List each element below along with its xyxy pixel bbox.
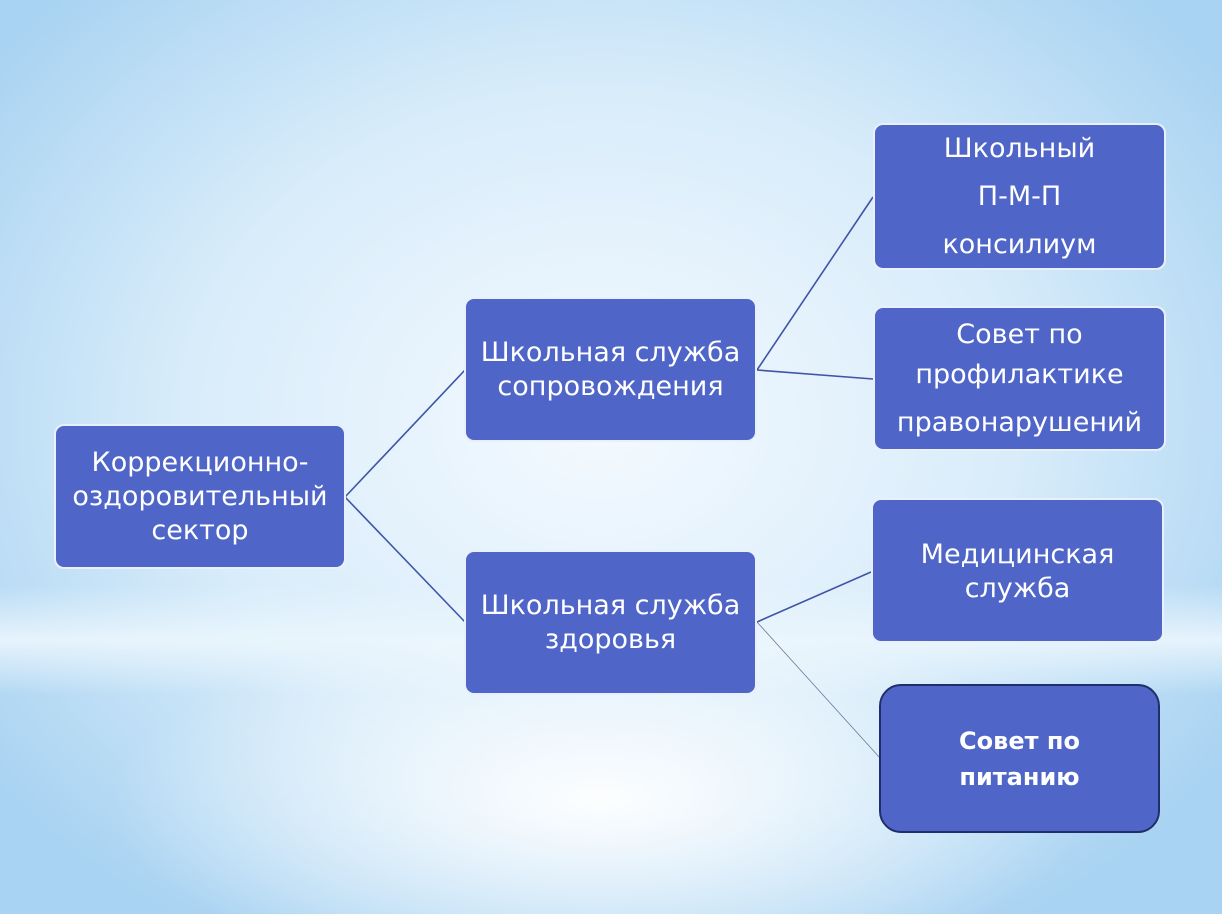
node-text: П-М-П <box>977 180 1062 212</box>
node-nutrition-council: Совет по питанию <box>879 684 1160 833</box>
node-pmp-council: Школьный П-М-П консилиум <box>873 123 1166 270</box>
connector-support-pmp <box>756 196 874 371</box>
node-text: Медицинская <box>920 539 1115 570</box>
connector-root-health <box>344 496 466 623</box>
node-medical-service: Медицинская служба <box>871 498 1164 643</box>
connector-support-prevention <box>756 369 874 380</box>
node-text: Коррекционно- <box>91 446 309 478</box>
connector-health-medical <box>756 571 872 623</box>
node-text: служба <box>964 573 1071 604</box>
connector-root-support <box>344 369 466 498</box>
node-text: правонарушений <box>896 406 1143 438</box>
node-text: Совет по <box>956 318 1083 350</box>
node-text: консилиум <box>942 228 1097 260</box>
node-text: Совет по <box>959 726 1080 755</box>
node-text: сопровождения <box>497 370 724 402</box>
node-text: Школьная служба <box>480 589 741 621</box>
node-text: профилактике <box>915 358 1124 390</box>
node-text: Школьный <box>943 132 1096 164</box>
node-text: Школьная служба <box>480 336 741 368</box>
node-school-support-service: Школьная служба сопровождения <box>464 297 757 442</box>
node-text: питанию <box>959 762 1080 791</box>
node-school-health-service: Школьная служба здоровья <box>464 550 757 695</box>
node-text: здоровья <box>544 623 677 655</box>
node-text: сектор <box>151 514 249 546</box>
connector-health-nutrition <box>756 621 881 759</box>
node-offense-prevention-council: Совет по профилактике правонарушений <box>873 306 1166 451</box>
node-text: оздоровительный <box>72 480 328 512</box>
node-correction-health-sector: Коррекционно- оздоровительный сектор <box>54 424 346 569</box>
